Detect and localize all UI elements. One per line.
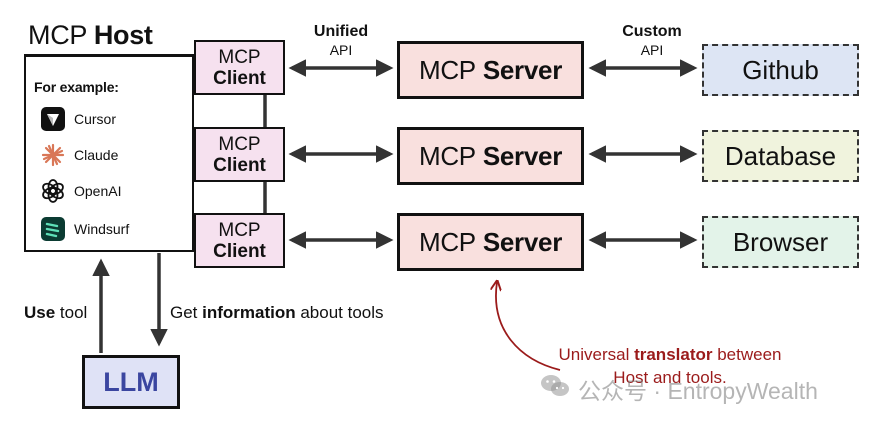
server-label-bold: Server (482, 54, 563, 85)
use-tool-label: Use tool (24, 303, 87, 323)
custom-api-sub: API (640, 42, 664, 58)
get-information-label: Get information about tools (170, 303, 384, 323)
cursor-icon (40, 106, 66, 132)
client-label-bold: Client (213, 154, 266, 176)
use-tool-bold: Use (24, 303, 56, 322)
tool-github: Github (702, 44, 859, 96)
client-label-bold: Client (213, 67, 266, 89)
example-label: Windsurf (74, 221, 130, 237)
openai-icon (40, 178, 66, 204)
example-windsurf: Windsurf (40, 216, 129, 242)
mcp-client-3: MCP Client (194, 213, 285, 268)
example-cursor: Cursor (40, 106, 116, 132)
server-label-light: MCP (418, 54, 476, 85)
mcp-client-2: MCP Client (194, 127, 285, 182)
tool-database: Database (702, 130, 859, 182)
server-label-bold: Server (482, 226, 563, 257)
translator-annotation: Universal translator between Host and to… (530, 343, 810, 389)
windsurf-icon (40, 216, 66, 242)
host-title-light: MCP (28, 20, 87, 50)
tool-browser: Browser (702, 216, 859, 268)
example-openai: OpenAI (40, 178, 121, 204)
unified-api-bold: Unified (313, 23, 369, 40)
use-tool-rest: tool (55, 303, 88, 322)
examples-label: For example: (34, 79, 119, 95)
wechat-icon (540, 373, 570, 405)
custom-api-label: Custom API (614, 22, 690, 60)
client-label-light: MCP (218, 219, 261, 241)
custom-api-bold: Custom (622, 23, 682, 40)
host-box-top-border (24, 54, 195, 57)
claude-icon (40, 142, 66, 168)
server-label-light: MCP (418, 226, 476, 257)
host-title: MCP Host (28, 20, 153, 51)
client-label-bold: Client (213, 240, 266, 262)
unified-api-sub: API (329, 42, 353, 58)
watermark: 公众号 · EntropyWealth (540, 372, 818, 406)
client-label-light: MCP (218, 133, 261, 155)
translator-line2: Host and tools. (613, 368, 727, 387)
example-label: OpenAI (74, 183, 122, 199)
client-label-light: MCP (218, 46, 261, 68)
translator-post: between (712, 345, 782, 364)
example-label: Claude (74, 147, 119, 163)
translator-pre: Universal (558, 345, 635, 364)
server-label-light: MCP (418, 140, 476, 171)
translator-bold: translator (634, 345, 713, 364)
example-label: Cursor (74, 111, 117, 127)
get-info-bold: information (202, 303, 296, 322)
unified-api-label: Unified API (306, 22, 376, 60)
host-title-bold: Host (93, 20, 153, 50)
mcp-client-1: MCP Client (194, 40, 285, 95)
host-box (24, 55, 194, 252)
get-info-pre: Get (170, 303, 203, 322)
get-info-post: about tools (295, 303, 384, 322)
watermark-text: 公众号 · EntropyWealth (578, 378, 818, 404)
translator-arrow (496, 282, 561, 371)
server-label-bold: Server (482, 140, 563, 171)
llm-box: LLM (82, 355, 180, 409)
example-claude: Claude (40, 142, 118, 168)
